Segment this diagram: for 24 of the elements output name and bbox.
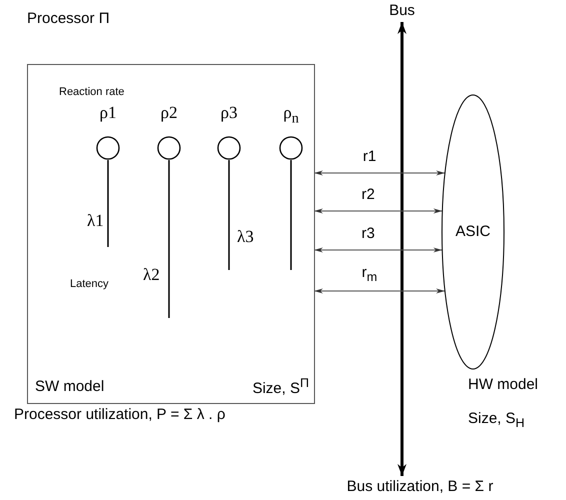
block-label: ASIC [454,223,492,241]
rate-symbol: ρ$_{n}$ [282,104,300,128]
arrow [314,248,443,252]
formula-text: Processor utilization, P = Σ λ . ρ [14,406,226,424]
bus-arrow [398,22,406,476]
axis-caption: Latency [70,277,109,292]
arrow [314,208,443,214]
latency-line [228,160,230,270]
latency-line [290,160,292,270]
rate-symbol: ρ3 [220,104,238,122]
arrow [314,170,446,176]
formula-text: Bus utilization, B = Σ r [346,478,494,496]
bus-label: Bus [388,2,416,20]
rate-symbol: ρ1 [98,104,118,122]
latency-line [168,160,170,318]
size-label: Size, S$_{H}$ [468,410,525,432]
model-label: SW model [35,378,104,396]
arrow [314,288,446,294]
rate-symbol: ρ2 [160,104,178,122]
size-label: Size, S$^{Π}$ [252,375,309,398]
model-label: HW model [468,376,538,394]
latency-line [107,160,109,247]
panel-title: Processor Π [27,10,110,28]
axis-caption: Reaction rate [59,85,124,100]
